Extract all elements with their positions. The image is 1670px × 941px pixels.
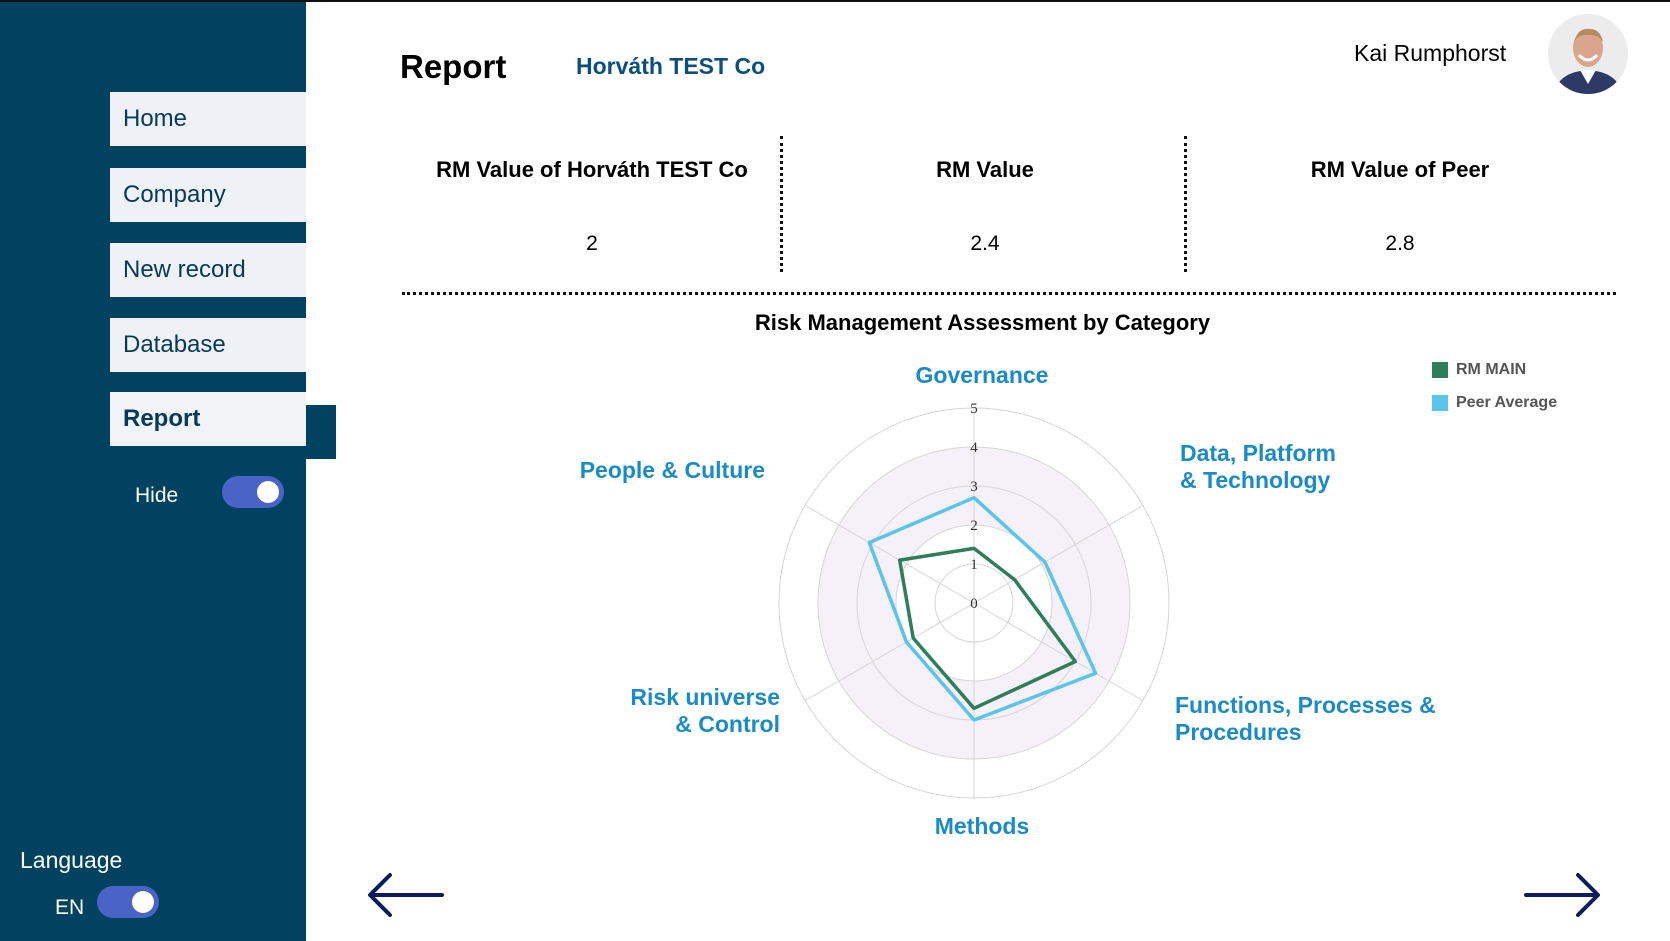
kpi-label-company: RM Value of Horváth TEST Co (436, 157, 748, 182)
category-label-line: & Technology (1180, 467, 1331, 493)
sidebar-item-label: Report (123, 405, 201, 432)
kpi-divider (1184, 136, 1187, 272)
kpi-value-peer: 2.8 (1385, 232, 1415, 255)
category-label-data-platform: Data, Platform & Technology (1180, 440, 1336, 494)
sidebar-item-label: Company (123, 181, 226, 208)
radar-tick-label: 4 (970, 440, 978, 456)
category-label-line: People & Culture (579, 457, 765, 483)
kpi-divider (780, 136, 783, 272)
language-code: EN (55, 896, 85, 919)
kpi-label-rm-value: RM Value (936, 157, 1034, 182)
kpi-label-peer: RM Value of Peer (1310, 157, 1490, 182)
section-divider (402, 292, 1616, 295)
radar-series-peer-average (867, 495, 1098, 722)
hide-label: Hide (135, 484, 179, 507)
radar-tick-label: 5 (970, 401, 978, 417)
company-name: Horváth TEST Co (576, 53, 766, 79)
page-title: Report (400, 48, 507, 85)
radar-spoke (804, 602, 975, 701)
legend-swatch (1432, 362, 1448, 378)
active-page-marker (306, 405, 336, 459)
radar-tick-label: 0 (970, 596, 978, 612)
radar-tick-label: 2 (970, 518, 978, 534)
category-label-line: & Control (675, 711, 780, 737)
sidebar-item-database[interactable]: Database (110, 318, 306, 372)
category-label-people-culture: People & Culture (555, 457, 765, 484)
radar-tick-label: 1 (970, 557, 978, 573)
legend-label: RM MAIN (1456, 361, 1527, 378)
avatar-image (1548, 14, 1628, 94)
legend-item-peer-average: Peer Average (1432, 394, 1557, 412)
category-label-line: Data, Platform (1180, 440, 1336, 466)
category-label-line: Governance (915, 362, 1049, 388)
radar-spoke (973, 505, 1144, 604)
radar-chart: 0 1 2 3 4 5 (778, 401, 1170, 799)
legend-swatch (1432, 395, 1448, 411)
chart-title: Risk Management Assessment by Category (754, 310, 1211, 335)
category-label-line: Risk universe (630, 684, 780, 710)
top-border (0, 0, 1670, 2)
category-label-functions: Functions, Processes & Procedures (1175, 692, 1436, 746)
legend-item-rm-main: RM MAIN (1432, 361, 1526, 379)
user-name: Kai Rumphorst (1354, 40, 1507, 66)
category-label-methods: Methods (902, 813, 1062, 840)
sidebar-item-company[interactable]: Company (110, 168, 306, 222)
arrow-left-icon[interactable] (366, 870, 446, 920)
sidebar-item-new-record[interactable]: New record (110, 243, 306, 297)
language-toggle[interactable] (97, 886, 159, 918)
toggle-knob (132, 891, 154, 913)
category-label-line: Methods (934, 813, 1030, 839)
kpi-value-company: 2 (586, 232, 598, 255)
category-label-governance: Governance (902, 362, 1062, 389)
radar-series-rm-main (897, 546, 1078, 711)
kpi-value-rm-value: 2.4 (970, 232, 1000, 255)
sidebar-item-home[interactable]: Home (110, 92, 306, 146)
sidebar: Home Company New record Database Report … (0, 2, 306, 941)
category-label-risk-universe: Risk universe & Control (620, 684, 780, 738)
radar-spoke (973, 602, 1144, 701)
user-avatar[interactable] (1548, 14, 1628, 94)
sidebar-item-report[interactable]: Report (110, 392, 306, 446)
toggle-knob (257, 481, 279, 503)
sidebar-item-label: New record (123, 256, 246, 283)
legend-label: Peer Average (1456, 394, 1558, 411)
sidebar-item-label: Database (123, 331, 226, 358)
radar-band (818, 447, 1130, 759)
sidebar-item-label: Home (123, 105, 188, 132)
hide-toggle[interactable] (222, 476, 284, 508)
arrow-right-icon[interactable] (1522, 870, 1602, 920)
radar-spoke (804, 505, 975, 604)
category-label-line: Procedures (1175, 719, 1302, 745)
category-label-line: Functions, Processes & (1175, 692, 1436, 718)
radar-tick-label: 3 (970, 479, 978, 495)
language-label: Language (20, 847, 123, 873)
